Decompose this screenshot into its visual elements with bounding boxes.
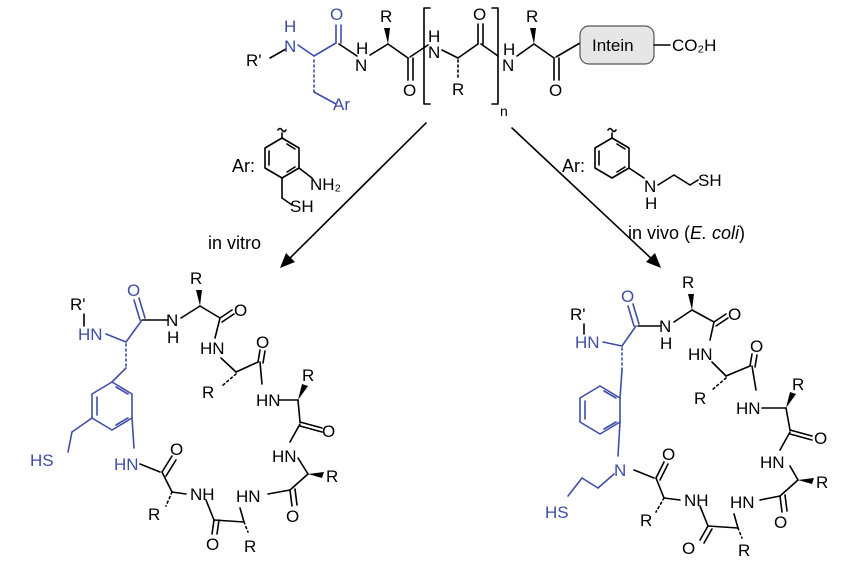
o-label: O bbox=[473, 5, 486, 24]
arrow-head-right bbox=[646, 253, 661, 268]
r-prime-label: R' bbox=[70, 295, 86, 314]
nh2-label: NH₂ bbox=[310, 175, 341, 194]
wedge-bond bbox=[688, 294, 694, 310]
o-label: O bbox=[662, 445, 675, 464]
left-macrocycle: R' HN O N H R O HN R O HN R O bbox=[30, 269, 338, 556]
arrow-head-left bbox=[280, 253, 295, 268]
r-label: R bbox=[244, 537, 256, 556]
o-label: O bbox=[127, 281, 140, 300]
hn-label: HN bbox=[575, 333, 600, 352]
o-label: O bbox=[774, 513, 787, 532]
o-label: O bbox=[206, 535, 219, 554]
n-label: N bbox=[659, 317, 671, 336]
r-label: R bbox=[302, 366, 314, 385]
wedge-bond bbox=[196, 290, 202, 306]
ar-right-label: Ar: bbox=[562, 156, 585, 176]
r-label: R bbox=[326, 467, 338, 486]
nh-label: NH bbox=[684, 491, 709, 510]
wedge-bond bbox=[308, 472, 324, 478]
n-subscript: n bbox=[500, 103, 508, 119]
r-label: R bbox=[694, 389, 706, 408]
nh-label: NH bbox=[190, 485, 215, 504]
r-label: R bbox=[452, 80, 464, 99]
h-label: H bbox=[356, 39, 368, 58]
o-label: O bbox=[403, 81, 416, 100]
r-label: R bbox=[682, 273, 694, 292]
wedge-bond bbox=[798, 478, 814, 484]
o-label: O bbox=[256, 333, 269, 352]
o-label: O bbox=[322, 422, 335, 441]
r-label: R bbox=[148, 505, 160, 524]
wedge-bond bbox=[786, 392, 796, 408]
o-label: O bbox=[750, 337, 763, 356]
h-label: H bbox=[284, 17, 296, 36]
r-label: R bbox=[816, 473, 828, 492]
r-label: R bbox=[190, 269, 202, 288]
hn-label: HN bbox=[256, 391, 281, 410]
hn-label: HN bbox=[78, 325, 103, 344]
hn-label: HN bbox=[272, 447, 297, 466]
hs-label: HS bbox=[30, 451, 54, 470]
wedge-bond bbox=[384, 28, 390, 44]
n-label: N bbox=[428, 43, 440, 62]
hn-label: HN bbox=[730, 493, 755, 512]
h-label: H bbox=[167, 328, 179, 347]
sh-right-label: SH bbox=[698, 171, 722, 190]
linear-precursor: R' H N O Ar N H R O n H N R bbox=[246, 5, 716, 119]
o-label: O bbox=[728, 305, 741, 324]
r-label: R bbox=[640, 511, 652, 530]
ar-label: Ar bbox=[333, 95, 350, 114]
o-label: O bbox=[814, 429, 827, 448]
hn-label: HN bbox=[688, 345, 713, 364]
hn-label: HN bbox=[760, 453, 785, 472]
o-label: O bbox=[234, 301, 247, 320]
in-vivo-label: in vivo (E. coli) bbox=[628, 223, 745, 243]
h-label: H bbox=[428, 27, 440, 46]
o-label: O bbox=[549, 81, 562, 100]
n-label: N bbox=[355, 56, 367, 75]
o-label: O bbox=[330, 5, 343, 24]
hn-label: HN bbox=[200, 339, 225, 358]
o-label: O bbox=[682, 539, 695, 558]
sh-left-label: SH bbox=[290, 197, 314, 216]
hn-label: HN bbox=[114, 455, 139, 474]
h-right-label: H bbox=[645, 194, 657, 213]
o-label: O bbox=[170, 440, 183, 459]
reaction-arrows bbox=[280, 122, 661, 268]
r-label: R bbox=[526, 7, 538, 26]
right-macrocycle: R' HN O N H R O HN R O HN R O bbox=[545, 273, 828, 560]
n-label: N bbox=[166, 311, 178, 330]
wedge-bond bbox=[530, 28, 536, 44]
n-label: N bbox=[502, 56, 514, 75]
in-vitro-label: in vitro bbox=[208, 233, 261, 253]
hs-label: HS bbox=[545, 503, 569, 522]
r-label: R bbox=[738, 541, 750, 560]
n-right-label: N bbox=[644, 177, 656, 196]
o-label: O bbox=[621, 287, 634, 306]
n-label: N bbox=[284, 37, 296, 56]
co2h-label: CO₂H bbox=[672, 36, 716, 55]
intein-label: Intein bbox=[592, 36, 634, 55]
n-label: N bbox=[614, 461, 626, 480]
r-label: R bbox=[792, 375, 804, 394]
hn-label: HN bbox=[736, 399, 761, 418]
ar-left-label: Ar: bbox=[232, 156, 255, 176]
wedge-bond bbox=[298, 384, 308, 400]
r-prime-label: R' bbox=[246, 51, 262, 70]
r-label: R bbox=[380, 7, 392, 26]
right-condition: Ar: N H SH in vivo (E. coli) bbox=[562, 127, 745, 243]
h-label: H bbox=[660, 334, 672, 353]
o-label: O bbox=[286, 507, 299, 526]
hn-label: HN bbox=[236, 487, 261, 506]
left-condition: Ar: NH₂ SH in vitro bbox=[208, 127, 341, 253]
r-label: R bbox=[202, 383, 214, 402]
h-label: H bbox=[503, 40, 515, 59]
r-prime-label: R' bbox=[570, 305, 586, 324]
